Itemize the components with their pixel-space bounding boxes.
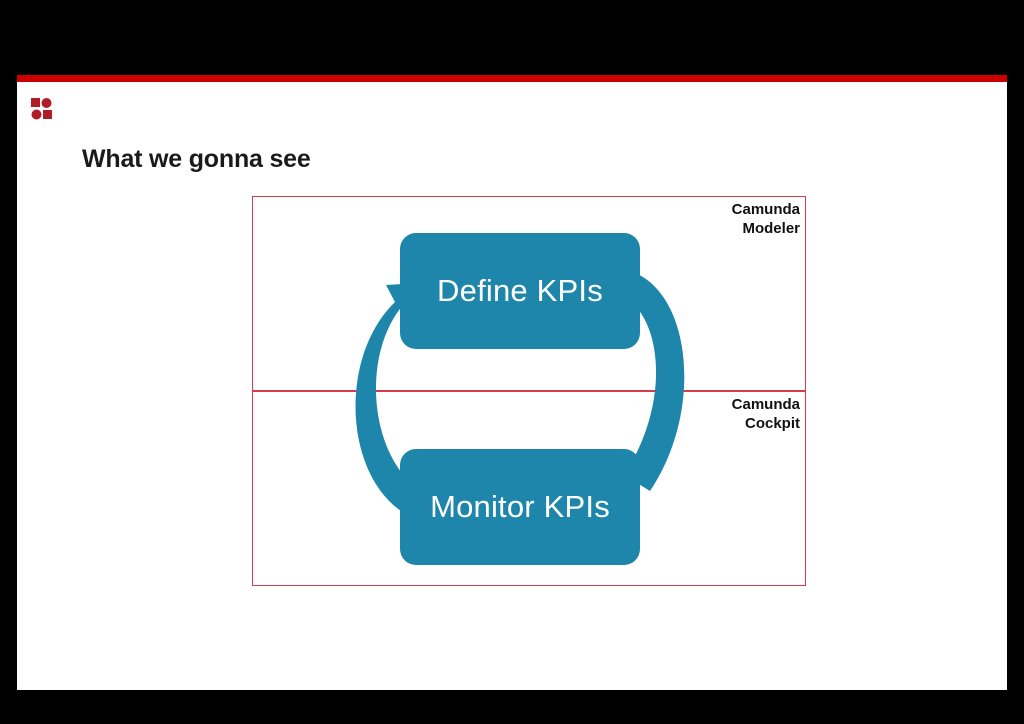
node-monitor-kpis[interactable]: Monitor KPIs	[400, 449, 640, 565]
zone-label-camunda-cockpit: Camunda Cockpit	[731, 396, 800, 432]
zone-camunda-modeler	[252, 196, 806, 391]
zone-camunda-cockpit	[252, 391, 806, 586]
kpi-cycle-diagram: Define KPIs Monitor KPIs Camunda Modeler…	[252, 196, 806, 586]
accent-bar	[17, 75, 1007, 82]
zone-label-camunda-modeler: Camunda Modeler	[731, 201, 800, 237]
slide-canvas	[17, 75, 1007, 690]
node-define-kpis[interactable]: Define KPIs	[400, 233, 640, 349]
arrow-monitor-to-define	[355, 282, 437, 518]
camunda-logo-icon	[30, 97, 54, 121]
arrow-define-to-monitor	[614, 271, 685, 491]
page-title: What we gonna see	[82, 145, 311, 173]
